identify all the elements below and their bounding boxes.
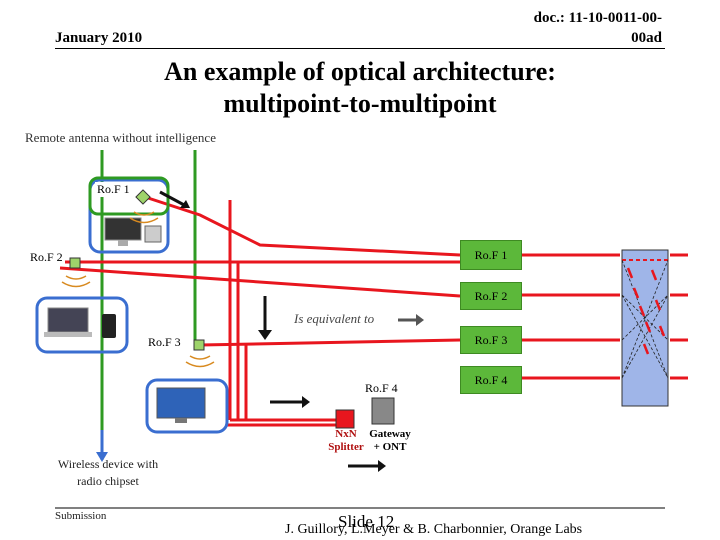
antenna-rof1 — [135, 189, 151, 205]
wireless-line2: radio chipset — [77, 474, 139, 488]
laptop-icon — [47, 307, 89, 333]
red-fiber-rof1 — [144, 195, 461, 257]
label-rof4-left: Ro.F 4 — [363, 381, 400, 396]
label-rof3-left: Ro.F 3 — [146, 335, 183, 350]
arrow-rof1 — [159, 190, 187, 208]
blue-arrowhead — [96, 452, 108, 462]
gateway-line1: Gateway — [369, 428, 411, 440]
tv-stand — [175, 418, 187, 423]
device-box-desktop — [88, 178, 170, 254]
equivalent-label: Is equivalent to — [294, 311, 375, 326]
gateway-label: Gateway + ONT — [364, 428, 416, 454]
nxn-splitter-label: NxN Splitter — [326, 428, 366, 454]
wireless-device-caption: Wireless device with radio chipset — [40, 456, 176, 490]
rof-box-3: Ro.F 3 — [460, 326, 522, 354]
radio-waves-rof2 — [61, 275, 91, 288]
arrow-rof4-left-head — [302, 396, 310, 408]
subtitle: Remote antenna without intelligence — [25, 130, 216, 145]
title-line1: An example of optical architecture: — [164, 57, 556, 86]
label-rof1-left: Ro.F 1 — [95, 182, 132, 197]
laptop-base — [44, 332, 92, 337]
rof-box-2: Ro.F 2 — [460, 282, 522, 310]
splitter-crossings — [621, 259, 669, 379]
footer-submission: Submission — [55, 510, 107, 522]
footer-authors: J. Guillory, L.Meyer & B. Charbonnier, O… — [285, 522, 583, 537]
phone-icon — [102, 314, 116, 338]
radio-waves-rof1 — [129, 211, 159, 224]
antenna-rof3 — [193, 339, 205, 351]
rof-box-4: Ro.F 4 — [460, 366, 522, 394]
antenna-rof2 — [69, 257, 81, 269]
label-rof2-left: Ro.F 2 — [28, 250, 65, 265]
arrow-down-center-head — [258, 330, 272, 340]
tv-icon — [156, 387, 206, 419]
desktop-side-icon — [144, 225, 162, 243]
desktop-stand — [118, 240, 128, 246]
header-date: January 2010 — [55, 30, 143, 46]
nxn-line1: NxN — [335, 428, 357, 440]
device-box-laptop — [35, 296, 129, 354]
doc-id-line1: doc.: 11-10-0011-00- — [533, 10, 662, 26]
arrow-splitter-head — [378, 460, 386, 472]
device-box-tv — [145, 378, 229, 434]
doc-id-line2: 00ad — [631, 30, 662, 46]
red-fiber-rof3 — [199, 338, 461, 347]
radio-waves-rof3 — [185, 355, 215, 368]
splitter-red-marks — [626, 267, 666, 355]
gateway-icon — [371, 397, 395, 425]
footer-slide: Slide 12 — [338, 512, 395, 531]
red-fiber-rof2-b — [59, 266, 461, 298]
nxn-splitter-icon — [335, 409, 355, 429]
doc-id: doc.: 11-10-0011-00- 00ad — [506, 8, 662, 48]
page-title: An example of optical architecture: mult… — [0, 56, 720, 120]
rof-box-1: Ro.F 1 — [460, 240, 522, 270]
arrow-equivalent-head — [416, 314, 424, 326]
wireless-line1: Wireless device with — [57, 457, 159, 471]
gateway-line2: + ONT — [373, 441, 407, 453]
title-line2: multipoint-to-multipoint — [223, 89, 497, 118]
arrow-rof1-head — [180, 200, 190, 208]
nxn-line2: Splitter — [328, 441, 364, 453]
header-rule — [55, 48, 665, 49]
